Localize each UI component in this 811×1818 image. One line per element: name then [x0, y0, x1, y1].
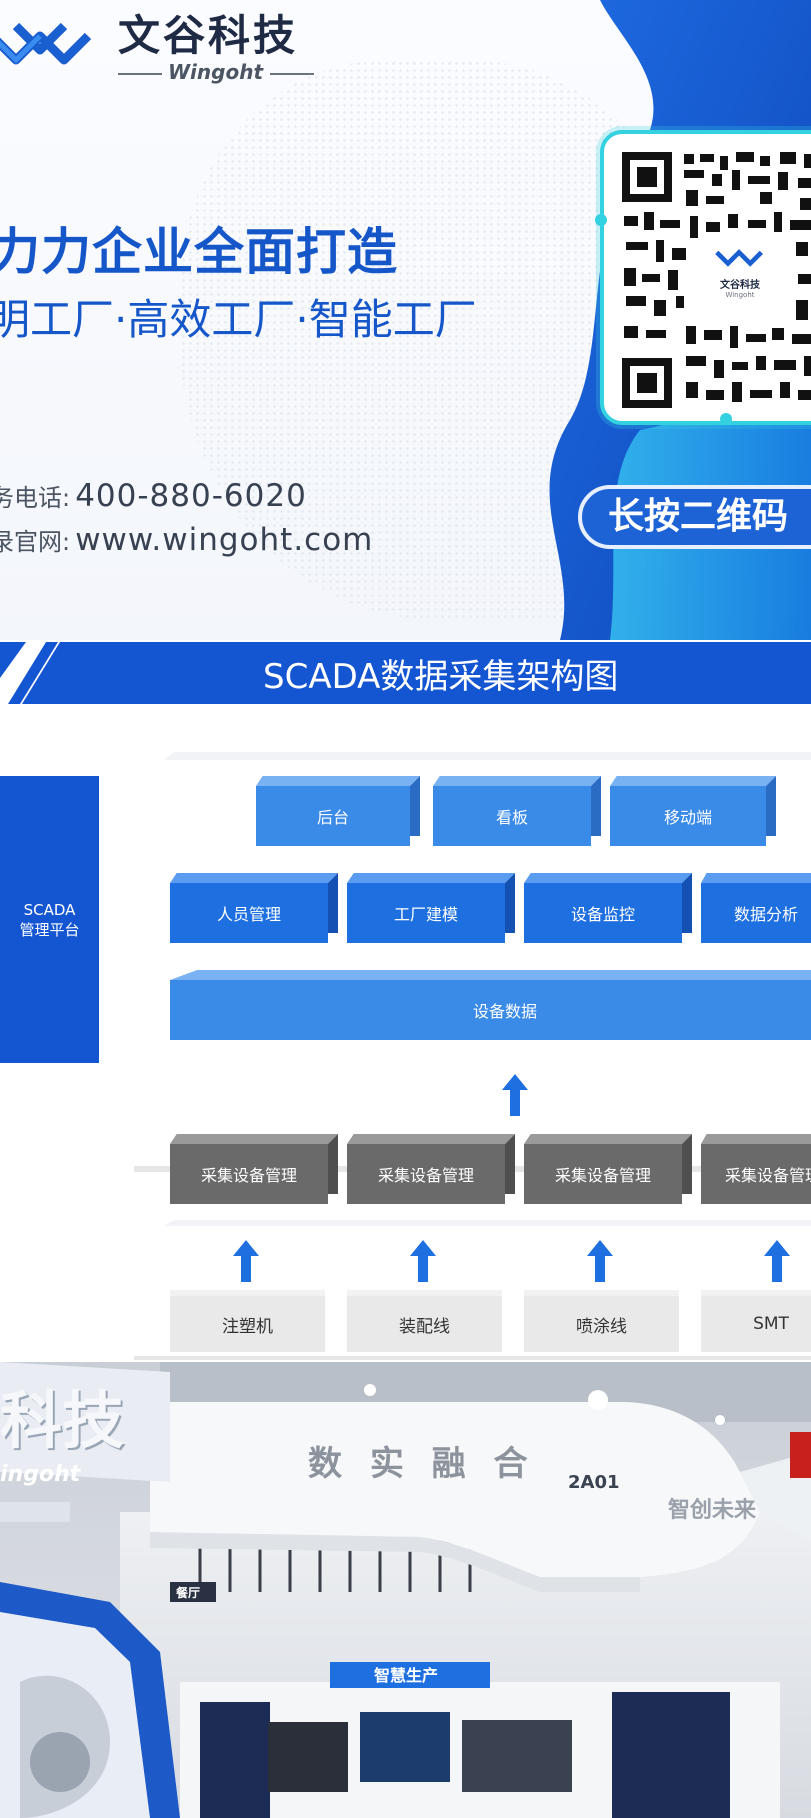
booth-scene	[0, 1362, 811, 1818]
node-equipment-monitoring: 设备监控	[524, 873, 692, 943]
qr-logo-icon	[715, 249, 763, 267]
node-collector-management-4: 采集设备管理	[701, 1134, 811, 1204]
divider-line-left	[118, 73, 162, 75]
arrow-up-icon	[764, 1240, 790, 1282]
contact-phone: 务电话: 400-880-6020	[0, 478, 307, 514]
node-backend: 后台	[256, 776, 420, 846]
wingoht-logo-icon	[0, 22, 92, 65]
website-label: 录官网:	[0, 528, 71, 556]
node-mobile: 移动端	[610, 776, 776, 846]
node-data-analysis: 数据分析	[701, 873, 811, 943]
node-collector-management-1: 采集设备管理	[170, 1134, 338, 1204]
slogan-line-1: 力力企业全面打造	[0, 223, 398, 281]
source-injection-molding: 注塑机	[170, 1296, 325, 1352]
booth-banner-text: 数 实 融 合	[308, 1444, 536, 1484]
phone-value[interactable]: 400-880-6020	[75, 478, 307, 514]
lower-platform-shelf	[134, 1220, 811, 1360]
divider-line-right	[270, 73, 314, 75]
website-value[interactable]: www.wingoht.com	[75, 522, 374, 558]
arrow-up-icon	[233, 1240, 259, 1282]
source-assembly-line: 装配线	[347, 1296, 502, 1352]
platform-label-line1: SCADA	[23, 900, 76, 919]
booth-brand-en-partial: ingoht	[0, 1462, 81, 1487]
brand-name-cn: 文谷科技	[118, 11, 299, 60]
node-collector-management-3: 采集设备管理	[524, 1134, 692, 1204]
company-banner: 文谷科技 Wingoht 力力企业全面打造 明工厂·高效工厂·智能工厂 务电话:…	[0, 0, 811, 640]
booth-brand-partial: 科技	[0, 1384, 125, 1457]
scada-platform-box: SCADA 管理平台	[0, 776, 99, 1063]
booth-number: 2A01	[568, 1472, 620, 1493]
brand-name-en: Wingoht	[168, 60, 264, 84]
contact-website: 录官网: www.wingoht.com	[0, 522, 373, 558]
booth-side-text: 智创未来	[668, 1498, 757, 1523]
node-personnel-management: 人员管理	[170, 873, 338, 943]
node-dashboard: 看板	[433, 776, 601, 846]
qr-frame-dot-bottom	[720, 413, 732, 425]
qr-center-logo: 文谷科技 Wingoht	[704, 244, 776, 306]
qr-code-icon	[620, 150, 811, 412]
qr-logo-text: 文谷科技	[720, 280, 760, 291]
platform-label-line2: 管理平台	[19, 920, 80, 939]
node-equipment-data: 设备数据	[170, 970, 811, 1040]
arrow-up-icon	[502, 1074, 528, 1116]
qr-code-frame[interactable]: 文谷科技 Wingoht	[595, 130, 811, 425]
node-factory-modeling: 工厂建模	[347, 873, 515, 943]
diagram-title-bar	[0, 642, 811, 704]
booth-sign-text: 智慧生产	[374, 1666, 439, 1685]
brand-name-en-wrap: Wingoht	[118, 60, 318, 86]
arrow-up-icon	[410, 1240, 436, 1282]
hall-sign-text: 餐厅	[176, 1586, 201, 1600]
exhibition-booth-photo: 科技 ingoht 数 实 融 合 2A01 智创未来 智慧生产 餐厅	[0, 1362, 811, 1818]
slogan-line-2: 明工厂·高效工厂·智能工厂	[0, 295, 477, 344]
qr-logo-en: Wingoht	[725, 291, 755, 299]
scada-architecture-diagram: SCADA数据采集架构图 SCADA 管理平台 后台 看板 移动端 人员管理	[0, 640, 811, 1362]
diagram-title: SCADA数据采集架构图	[263, 657, 619, 697]
phone-label: 务电话:	[0, 484, 71, 512]
qr-frame-dot-left	[595, 214, 607, 226]
node-collector-management-2: 采集设备管理	[347, 1134, 515, 1204]
source-spray-line: 喷涂线	[524, 1296, 679, 1352]
source-smt: SMT	[701, 1296, 811, 1352]
arrow-up-icon	[587, 1240, 613, 1282]
scan-qr-hint-button[interactable]: 长按二维码	[578, 485, 811, 549]
